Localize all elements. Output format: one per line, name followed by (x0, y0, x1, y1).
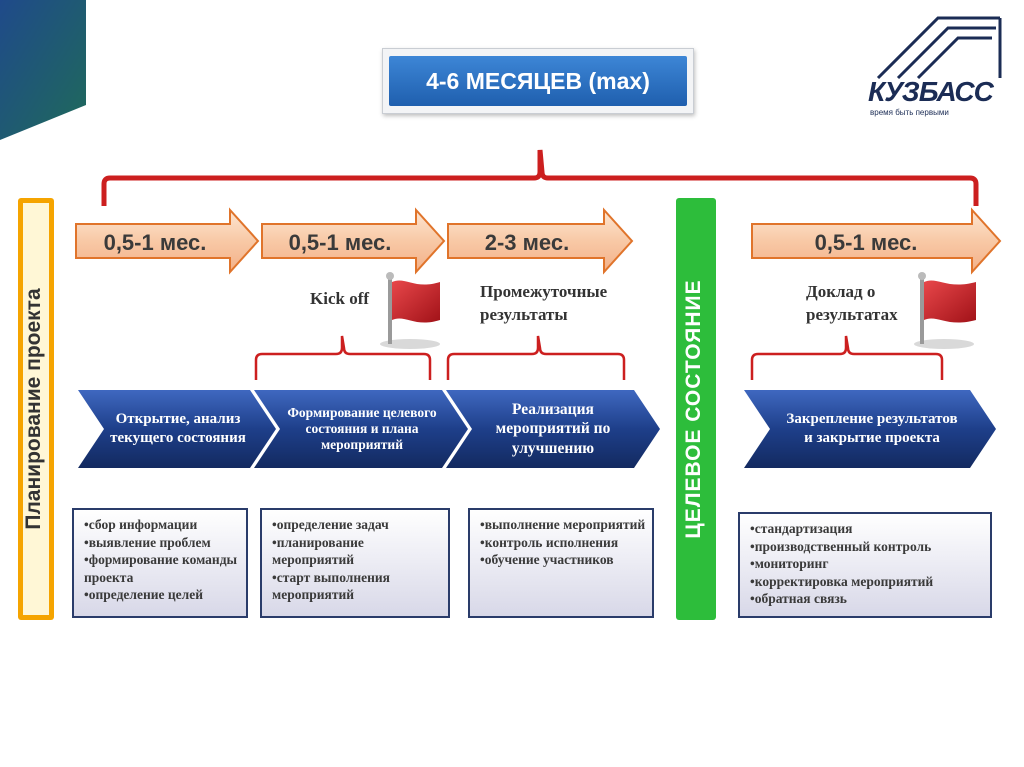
duration-arrow-2 (261, 207, 446, 275)
report-label: Доклад о результатах (806, 282, 898, 324)
stage-arrow-2 (254, 390, 468, 468)
total-duration-brace (101, 149, 979, 206)
task-item: •контроль исполнения (480, 534, 619, 550)
kickoff-label: Kick off (310, 289, 370, 308)
task-item: •выполнение мероприятий (480, 517, 646, 532)
target-state-bar (676, 198, 716, 620)
task-item: •производственный контроль (750, 538, 932, 554)
logo-name: КУЗБАСС (868, 76, 994, 107)
logo-tagline: время быть первыми (870, 108, 949, 117)
task-item: •корректировка мероприятий (750, 573, 934, 589)
stage-label-4: Закрепление результатов и закрытие проек… (786, 411, 958, 446)
task-item: •определение задач (272, 517, 389, 532)
task-item: •сбор информации (84, 517, 198, 532)
target-state-label: ЦЕЛЕВОЕ СОСТОЯНИЕ (682, 279, 705, 539)
logo-mark-icon (876, 16, 1002, 80)
task-item: •планирование мероприятий (272, 534, 364, 568)
duration-label-3: 2-3 мес. (485, 230, 569, 255)
duration-arrow-3 (447, 207, 634, 275)
stage-label-2: Формирование целевого состояния и плана … (287, 404, 437, 453)
task-box-4: •стандартизация •производственный контро… (738, 512, 992, 618)
duration-arrow-1 (75, 207, 260, 275)
task-item: •мониторинг (750, 556, 829, 572)
task-item: •формирование команды проекта (84, 552, 238, 585)
task-box-3: •выполнение мероприятий •контроль исполн… (468, 508, 654, 618)
duration-title: 4-6 МЕСЯЦЕВ (max) (389, 56, 687, 106)
duration-label-4: 0,5-1 мес. (815, 230, 918, 255)
report-flag-icon (914, 272, 976, 349)
stage-arrow-1 (78, 390, 276, 468)
task-item: •стандартизация (750, 521, 853, 536)
task-box-2: •определение задач •планирование меропри… (260, 508, 450, 618)
stage-brace-3 (446, 335, 626, 380)
task-item: •выявление проблем (84, 534, 211, 550)
task-item: •обратная связь (750, 591, 847, 607)
stage-label-3: Реализация мероприятий по улучшению (495, 400, 611, 457)
stage-arrow-3 (446, 390, 660, 468)
task-item: •обучение участников (480, 552, 614, 568)
stage-brace-4 (750, 335, 944, 380)
stage-brace-2 (254, 335, 432, 380)
kuzbass-logo: КУЗБАСС время быть первыми (868, 10, 1008, 122)
duration-label-2: 0,5-1 мес. (289, 230, 392, 255)
kickoff-flag-icon (380, 272, 440, 349)
planning-label: Планирование проекта (22, 288, 45, 530)
interim-results-label: Промежуточные результаты (480, 282, 608, 324)
task-item: •определение целей (84, 587, 204, 603)
duration-label-1: 0,5-1 мес. (104, 230, 207, 255)
task-item: •старт выполнения мероприятий (272, 569, 390, 603)
task-box-1: •сбор информации •выявление проблем •фор… (72, 508, 248, 618)
duration-title-box: 4-6 МЕСЯЦЕВ (max) (382, 48, 694, 114)
duration-arrow-4 (751, 207, 1002, 275)
stage-label-1: Открытие, анализ текущего состояния (110, 411, 246, 446)
stage-arrow-4 (744, 390, 996, 468)
corner-decoration (0, 0, 86, 140)
